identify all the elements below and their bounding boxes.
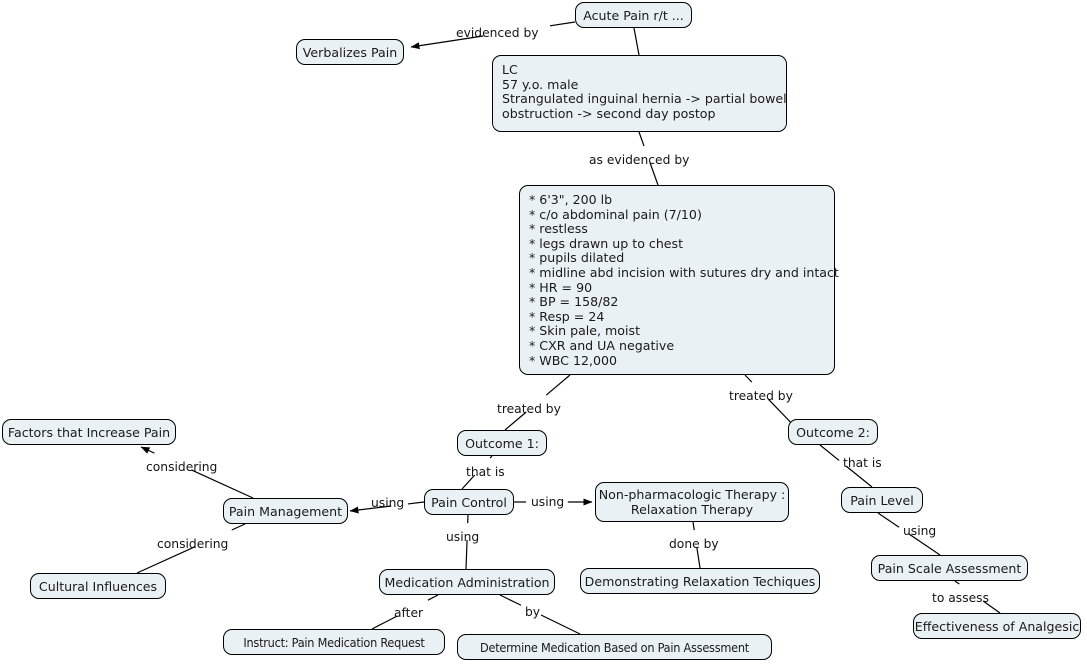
edge-label-e-by: by	[525, 605, 541, 619]
edge-label-e-as-evidenced-by: as evidenced by	[589, 153, 690, 167]
edge-label-e-after: after	[394, 606, 424, 620]
edge-e-considering-2-a	[231, 523, 246, 531]
edge-label-e-using-right: using	[531, 495, 565, 509]
edge-e-using-med-b	[465, 539, 468, 570]
edge-label-e-considering-1: considering	[146, 460, 218, 474]
node-outcome-2[interactable]: Outcome 2:	[788, 419, 878, 445]
edge-e-evidenced-by-a	[549, 21, 576, 27]
edge-e-by-a	[499, 594, 522, 606]
edge-e-as-evidenced-by-a	[638, 131, 645, 147]
edge-e-that-is-1-a	[489, 455, 493, 459]
edge-label-e-evidenced-by: evidenced by	[456, 26, 539, 40]
edge-e-considering-1-b	[140, 446, 155, 454]
node-pain-control[interactable]: Pain Control	[424, 489, 514, 515]
edge-label-e-to-assess: to assess	[932, 591, 989, 605]
edge-e-by-b	[540, 614, 581, 635]
node-pain-scale[interactable]: Pain Scale Assessment	[871, 555, 1028, 581]
edge-e-that-is-2-a	[819, 444, 840, 461]
node-factors-increase[interactable]: Factors that Increase Pain	[2, 419, 176, 445]
node-pain-management[interactable]: Pain Management	[223, 498, 348, 524]
edge-e-to-assess-a	[954, 580, 960, 585]
node-pain-level[interactable]: Pain Level	[841, 487, 923, 513]
edge-e-acute-to-info	[633, 27, 640, 56]
edge-label-e-done-by: done by	[669, 537, 719, 551]
edge-label-e-treated-by-2: treated by	[729, 389, 793, 403]
node-assessment-data[interactable]: * 6'3", 200 lb * c/o abdominal pain (7/1…	[519, 185, 839, 375]
node-effectiveness[interactable]: Effectiveness of Analgesic	[913, 613, 1081, 639]
edge-e-using-left-a	[407, 501, 425, 505]
node-instruct-request[interactable]: Instruct: Pain Medication Request	[223, 629, 445, 655]
edge-e-using-scale-a	[877, 512, 900, 528]
edge-label-e-using-scale: using	[903, 524, 937, 538]
node-non-pharm-therapy[interactable]: Non-pharmacologic Therapy : Relaxation T…	[595, 482, 789, 522]
node-cultural-influences[interactable]: Cultural Influences	[30, 573, 166, 599]
edge-label-e-that-is-1: that is	[466, 465, 505, 479]
edge-e-considering-1-a	[191, 469, 254, 499]
edge-e-after-a	[427, 594, 439, 601]
node-determine-med[interactable]: Determine Medication Based on Pain Asses…	[457, 634, 772, 660]
edge-label-e-treated-by-1: treated by	[497, 402, 561, 416]
edge-label-e-that-is-2: that is	[843, 456, 882, 470]
edge-label-e-using-left: using	[371, 496, 405, 510]
node-patient-info[interactable]: LC 57 y.o. male Strangulated inguinal he…	[492, 55, 787, 132]
edge-e-done-by-a	[692, 521, 695, 531]
edge-e-treated-by-1-a	[545, 374, 571, 396]
node-acute-pain[interactable]: Acute Pain r/t ...	[575, 2, 692, 28]
edge-label-e-using-med: using	[446, 530, 480, 544]
node-medication-admin[interactable]: Medication Administration	[379, 569, 555, 595]
edge-e-treated-by-2-a	[744, 374, 753, 383]
edge-label-e-considering-2: considering	[157, 537, 229, 551]
node-outcome-1[interactable]: Outcome 1:	[457, 430, 547, 456]
node-verbalizes-pain[interactable]: Verbalizes Pain	[296, 39, 404, 65]
node-demonstrating-relax[interactable]: Demonstrating Relaxation Techiques	[580, 568, 820, 594]
